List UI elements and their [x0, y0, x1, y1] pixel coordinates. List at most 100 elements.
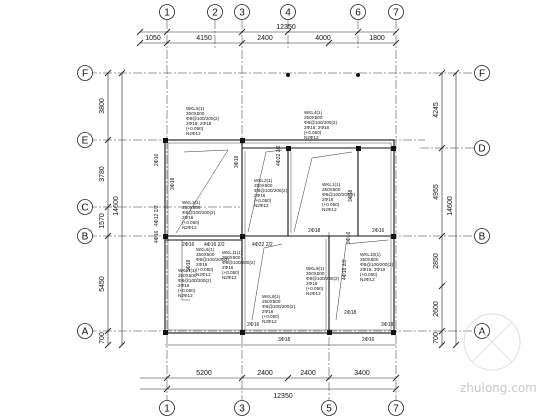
dim-top: 2400 — [257, 35, 273, 42]
dim-bottom: 3400 — [354, 370, 370, 377]
watermark-text: zhulong.com — [460, 381, 537, 395]
grid-label-left: A — [82, 327, 89, 338]
beam-label: 4Φ22 2/2 — [276, 145, 282, 166]
dim-right: 2850 — [433, 253, 440, 269]
grid-label-top: 4 — [285, 8, 291, 19]
grid-label-bottom: 5 — [326, 404, 332, 415]
grid-bubble-left-c — [77, 199, 93, 215]
beam-label: 3Φ18 — [278, 337, 291, 343]
dim-left: 1570 — [99, 213, 106, 229]
grid-bubble-top-6 — [350, 4, 366, 20]
grid-label-bottom: 7 — [393, 404, 399, 415]
dim-right-total: 14600 — [447, 196, 454, 216]
grid-label-left: E — [82, 136, 89, 147]
grid-bubble-top-7 — [388, 4, 404, 20]
beam-label: 2Φ16 — [372, 228, 385, 234]
grid-bubble-bottom-5 — [321, 400, 337, 416]
dim-top: 1050 — [145, 35, 161, 42]
grid-bubble-right-d — [474, 140, 490, 156]
grid-label-top: 3 — [239, 8, 245, 19]
beam-label: 4Φ12 2/2 — [154, 205, 160, 226]
dim-top-total: 12350 — [276, 24, 296, 31]
watermark-logo — [463, 313, 521, 371]
grid-label-left: B — [82, 232, 89, 243]
beam-label: 2Φ16 — [362, 337, 375, 343]
grid-bubble-top-2 — [207, 4, 223, 20]
dim-top: 4000 — [315, 35, 331, 42]
grid-bubble-top-4 — [280, 4, 296, 20]
dim-right: 2600 — [433, 301, 440, 317]
grid-bubble-left-e — [77, 132, 93, 148]
grid-label-right: B — [479, 232, 486, 243]
grid-bubbles — [77, 4, 490, 416]
dimension-lines — [107, 31, 457, 390]
beam-label: 2Φ18 — [308, 228, 321, 234]
dimension-values-vertical: 3800 3780 1570 5450 700 14600 4245 4955 … — [99, 98, 454, 344]
grid-bubble-top-3 — [234, 4, 250, 20]
beam-label: 3Φ18 — [170, 177, 176, 190]
beam-label: 4Φ22 2/2 — [252, 242, 273, 248]
beam-label: 2Φ18 — [344, 310, 357, 316]
beam-label: 2Φ16 — [247, 322, 260, 328]
dimension-ticks — [104, 28, 460, 393]
dim-left: 3800 — [99, 98, 106, 114]
grid-label-top: 2 — [212, 8, 218, 19]
beam-label: 4Φ16 — [154, 230, 160, 243]
grid-label-top: 1 — [164, 8, 170, 19]
grid-axes — [88, 20, 475, 400]
dim-left-total: 14600 — [113, 196, 120, 216]
beam-label: 4Φ16 2/2 — [204, 242, 225, 248]
grid-bubble-top-1 — [159, 4, 175, 20]
beam-label: 4Φ18 2/2 — [342, 259, 348, 280]
dim-bottom-total: 12350 — [273, 393, 293, 400]
grid-bubble-bottom-7 — [388, 400, 404, 416]
dim-left: 3780 — [99, 166, 106, 182]
grid-label-left: F — [82, 69, 88, 80]
leader-lines — [175, 149, 389, 321]
dimension-values: 12350 1050 4150 2400 4000 1800 5200 2400… — [145, 24, 385, 400]
grid-label-right: D — [478, 144, 485, 155]
grid-bubble-bottom-1 — [159, 400, 175, 416]
dim-left: 5450 — [99, 276, 106, 292]
grid-label-top: 7 — [393, 8, 399, 19]
beam-label: 3Φ16 — [346, 231, 352, 244]
beam-label: 3Φ18 — [348, 189, 354, 202]
grid-label-bottom: 3 — [239, 404, 245, 415]
grid-bubble-right-a — [474, 323, 490, 339]
beam-label: 2Φ16 — [182, 242, 195, 248]
dim-right: 4245 — [433, 102, 440, 118]
dim-right: 700 — [433, 332, 440, 344]
grid-bubble-left-b — [77, 228, 93, 244]
grid-bubble-left-f — [77, 65, 93, 81]
dim-bottom: 2400 — [257, 370, 273, 377]
beam-label: 3Φ18 — [234, 155, 240, 168]
grid-label-left: C — [81, 203, 88, 214]
beam-label: 2Φ16 — [154, 153, 160, 166]
grid-bubble-left-a — [77, 323, 93, 339]
grid-bubble-bottom-3 — [234, 400, 250, 416]
dim-bottom: 2400 — [300, 370, 316, 377]
beam-label: 3Φ18 — [186, 259, 192, 272]
grid-bubble-right-b — [474, 228, 490, 244]
grid-bubble-right-f — [474, 65, 490, 81]
dim-left: 700 — [99, 332, 106, 344]
grid-label-right: F — [479, 69, 485, 80]
beam-label: 3Φ18 — [381, 322, 394, 328]
dim-top: 4150 — [196, 35, 212, 42]
beam-labels: 4Φ16 2Φ16 4Φ16 2/2 4Φ22 2/2 2Φ16 4Φ12 2/… — [154, 145, 394, 343]
grid-bubble-labels: 1 2 3 4 6 7 1 3 5 7 F E C B A F D B A — [81, 8, 485, 415]
dim-right: 4955 — [433, 184, 440, 200]
columns — [163, 73, 396, 335]
